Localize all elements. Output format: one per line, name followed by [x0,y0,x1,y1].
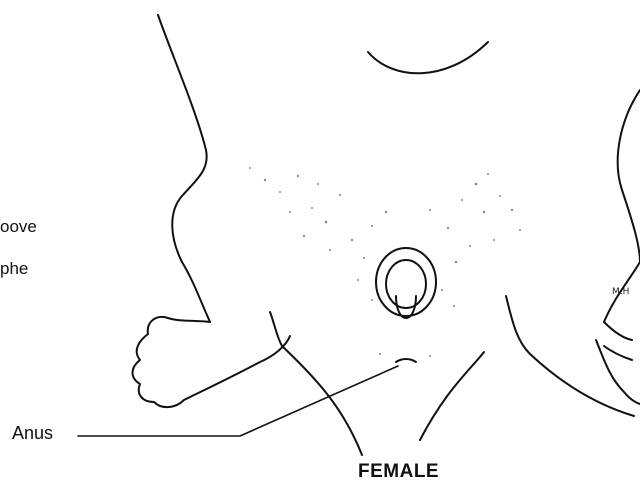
artist-signature: M.H [612,287,629,297]
outer-ring [376,248,436,316]
anus-leader-line [78,366,398,436]
left-leg-line [270,312,362,455]
right-hand [596,322,640,404]
anus-mark [396,359,416,362]
left-body-outline [158,15,210,322]
groove-label: oove [0,218,37,235]
raphe-label: phe [0,260,28,277]
speckle-shading [249,167,521,357]
left-hand [133,317,291,407]
right-leg-line [420,296,634,440]
anus-label: Anus [12,424,53,442]
chin-curve [368,42,488,73]
figure-title: FEMALE [358,462,439,481]
inner-ring [386,260,426,308]
